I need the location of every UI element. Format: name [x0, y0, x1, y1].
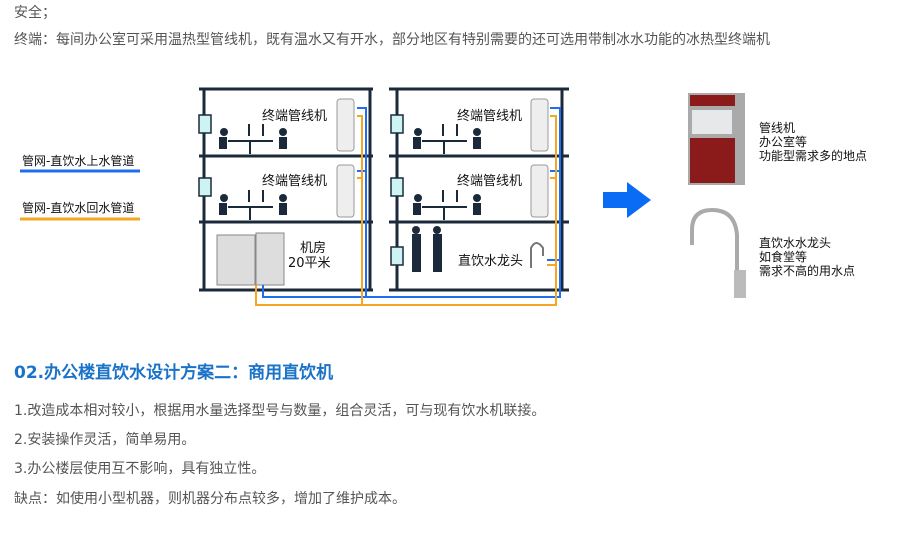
dispenser-icons — [336, 98, 549, 218]
floor-label: 终端管线机 — [262, 108, 327, 124]
machine-room-label: 机房 — [300, 240, 326, 256]
legend-supply-label: 管网-直饮水上水管道 — [22, 153, 134, 168]
option-dispenser-text: 管线机 办公室等 功能型需求多的地点 — [759, 120, 867, 163]
section-heading: 02.办公楼直饮水设计方案二：商用直饮机 — [14, 363, 334, 383]
office-worker-icons — [219, 124, 481, 272]
faucet-image — [690, 207, 739, 295]
floor-label: 终端管线机 — [457, 173, 522, 189]
water-treatment-equipment-icon — [216, 232, 285, 286]
list-item: 缺点：如使用小型机器，则机器分布点较多，增加了维护成本。 — [14, 491, 406, 507]
floor-label: 终端管线机 — [457, 108, 522, 124]
legend: 管网-直饮水上水管道 管网-直饮水回水管道 — [20, 153, 140, 221]
meter-boxes — [198, 114, 404, 266]
pipeline-dispenser-image — [688, 93, 745, 185]
list-item: 3.办公楼层使用互不影响，具有独立性。 — [14, 461, 266, 477]
faucet-label: 直饮水龙头 — [458, 254, 523, 269]
pipes — [255, 107, 561, 306]
water-system-diagram: 管网-直饮水上水管道 管网-直饮水回水管道 终端管线机 终端管线机 终端管线机 … — [20, 87, 867, 306]
faucet-body — [734, 270, 746, 298]
floor-label: 终端管线机 — [262, 173, 327, 189]
intro-safety: 安全； — [14, 5, 56, 21]
faucet-small-icon — [530, 242, 544, 268]
intro-terminal: 终端：每间办公室可采用温热型管线机，既有温水又有开水，部分地区有特别需要的还可选… — [14, 32, 770, 48]
legend-return-label: 管网-直饮水回水管道 — [22, 200, 134, 215]
machine-room-area: 20平米 — [288, 256, 331, 271]
list-item: 2.安装操作灵活，简单易用。 — [14, 432, 196, 448]
list-item: 1.改造成本相对较小，根据用水量选择型号与数量，组合灵活，可与现有饮水机联接。 — [14, 403, 546, 419]
arrow-right-icon — [603, 182, 651, 218]
option-faucet-text: 直饮水水龙头 如食堂等 需求不高的用水点 — [759, 236, 855, 278]
